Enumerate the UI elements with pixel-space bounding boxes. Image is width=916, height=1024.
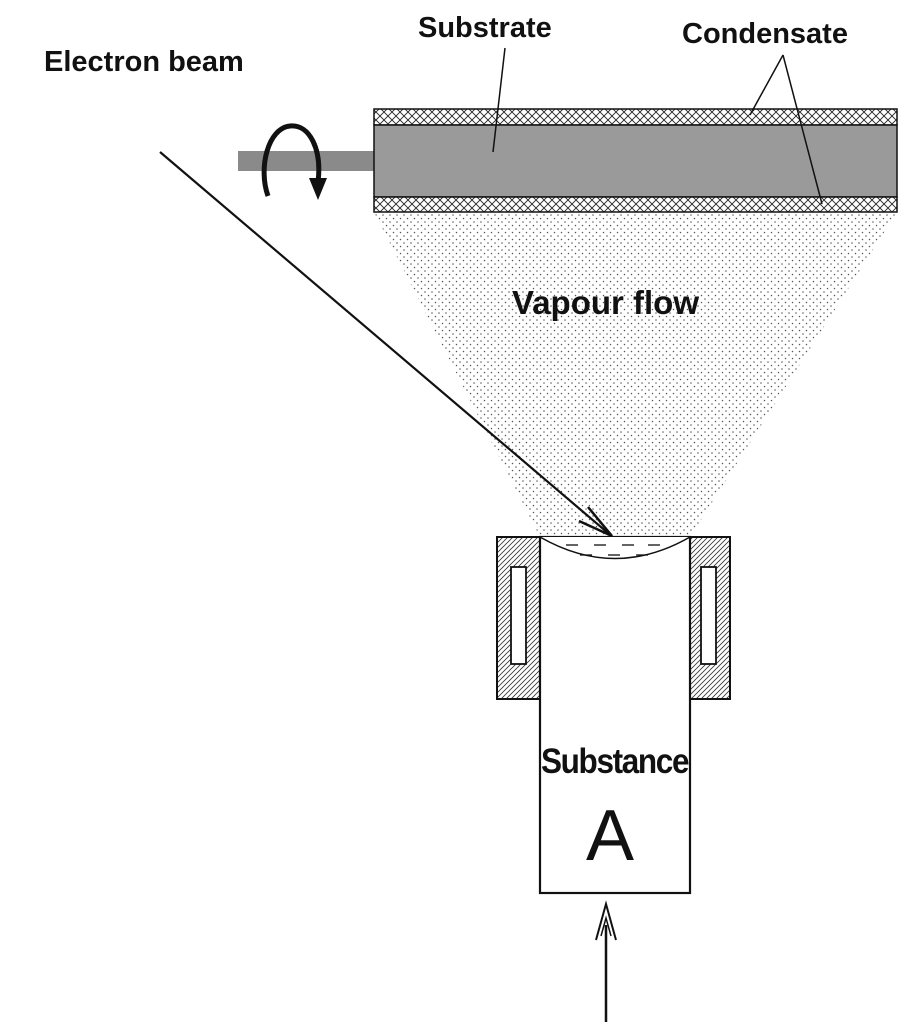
melt-pool — [539, 536, 691, 560]
condensate-bottom-layer — [373, 196, 898, 213]
crucible-slot-left — [510, 566, 527, 665]
substrate-leader — [492, 47, 506, 153]
melt-dashes — [566, 544, 660, 556]
substance-letter: A — [586, 796, 635, 876]
substrate-assembly — [373, 108, 898, 213]
substrate-shaft — [238, 151, 376, 171]
condensate-label: Condensate — [682, 18, 848, 50]
condensate-top-layer — [373, 108, 898, 126]
crucible-slot-right — [700, 566, 717, 665]
substrate-plate — [373, 124, 898, 198]
condensate-leader-top — [749, 54, 784, 116]
curved-arrow-icon — [261, 123, 327, 200]
crucible-wall-left — [496, 536, 541, 700]
condensate-leader-bottom — [782, 54, 823, 205]
substrate-label: Substrate — [418, 12, 552, 44]
vapour-flow-label: Vapour flow — [512, 284, 700, 321]
vapour-flow-cone — [374, 212, 897, 537]
electron-beam-label: Electron beam — [44, 46, 244, 78]
crucible — [496, 535, 731, 895]
up-arrow-icon — [595, 900, 617, 1022]
substance-label: Substance — [541, 742, 689, 781]
